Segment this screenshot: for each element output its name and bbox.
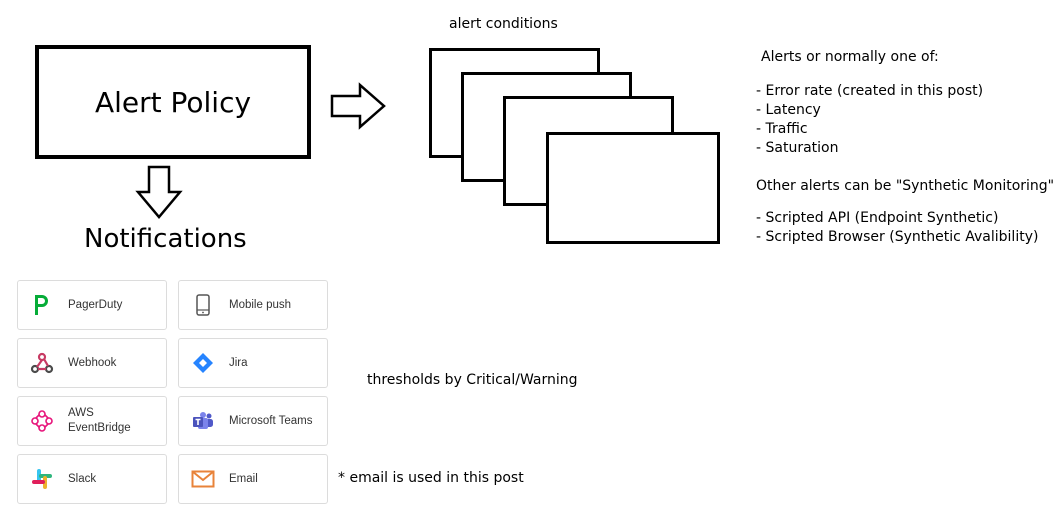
channel-label: Webhook <box>68 356 117 369</box>
right-arrow <box>330 82 386 130</box>
notes-line: Other alerts can be "Synthetic Monitorin… <box>756 178 1055 194</box>
channel-label: AWS EventBridge <box>68 407 131 434</box>
webhook-icon <box>30 351 54 375</box>
notes-line: - Latency <box>756 102 821 118</box>
microsoft-teams-icon <box>191 409 215 433</box>
channel-tile-email[interactable]: Email <box>178 454 328 504</box>
alert-policy-label: Alert Policy <box>94 85 252 119</box>
notes-line: - Traffic <box>756 121 808 137</box>
notes-line: - Scripted API (Endpoint Synthetic) <box>756 210 999 226</box>
alert-policy-box: Alert Policy <box>35 45 311 159</box>
channel-label: Microsoft Teams <box>229 414 313 427</box>
jira-icon <box>191 351 215 375</box>
pagerduty-icon <box>30 293 54 317</box>
channel-tile-webhook[interactable]: Webhook <box>17 338 167 388</box>
notes-line: - Scripted Browser (Synthetic Avalibilit… <box>756 229 1039 245</box>
channel-label: Slack <box>68 472 97 485</box>
notes-line <box>756 67 1054 82</box>
channel-label: Jira <box>229 356 248 369</box>
alert-conditions-label: alert conditions <box>449 16 558 32</box>
channel-tile-aws-eventbridge[interactable]: AWS EventBridge <box>17 396 167 446</box>
alert-types-notes: Alerts or normally one of: - Error rate … <box>756 48 1054 247</box>
channel-tile-mobile-push[interactable]: Mobile push <box>178 280 328 330</box>
email-note: * email is used in this post <box>338 470 524 486</box>
mobile-phone-icon <box>191 293 215 317</box>
condition-card-4 <box>546 132 720 244</box>
channel-tile-slack[interactable]: Slack <box>17 454 167 504</box>
channel-tile-microsoft-teams[interactable]: Microsoft Teams <box>178 396 328 446</box>
channel-label: Email <box>229 472 258 485</box>
notes-line <box>756 196 1054 209</box>
notifications-heading: Notifications <box>84 224 247 254</box>
channel-label: Mobile push <box>229 298 292 311</box>
channel-label: PagerDuty <box>68 298 123 311</box>
notes-line: - Error rate (created in this post) <box>756 83 984 99</box>
notes-line: - Saturation <box>756 140 839 156</box>
channel-tile-jira[interactable]: Jira <box>178 338 328 388</box>
aws-eventbridge-icon <box>30 409 54 433</box>
notes-line: Alerts or normally one of: <box>761 49 939 65</box>
down-arrow <box>135 165 183 219</box>
email-icon <box>191 467 215 491</box>
slack-icon <box>30 467 54 491</box>
channel-tile-pagerduty[interactable]: PagerDuty <box>17 280 167 330</box>
notes-line <box>756 158 1054 177</box>
thresholds-note: thresholds by Critical/Warning <box>367 372 578 388</box>
